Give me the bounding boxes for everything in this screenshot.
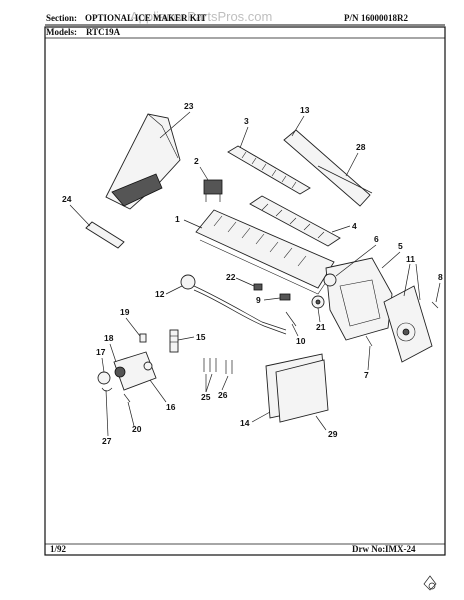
part-29-bag	[275, 359, 329, 423]
callout-3: 3	[244, 116, 249, 126]
pn-label: P/N	[344, 13, 359, 23]
part-16-valve	[113, 351, 157, 391]
callout-4: 4	[352, 221, 357, 231]
callout-12: 12	[155, 289, 165, 299]
part-27-clamp	[101, 387, 113, 392]
callout-14: 14	[240, 418, 250, 428]
part-5-housing	[325, 257, 393, 341]
drw-label: Drw No:	[352, 544, 385, 554]
part-22-lever	[253, 283, 263, 291]
callout-6: 6	[374, 234, 379, 244]
callout-17: 17	[96, 347, 106, 357]
callout-16: 16	[166, 402, 176, 412]
callout-26: 26	[218, 390, 228, 400]
part-3-ejector	[227, 145, 311, 195]
drw-value: IMX-24	[385, 544, 416, 554]
callout-24: 24	[62, 194, 72, 204]
brand-logo	[423, 575, 437, 591]
callout-21: 21	[316, 322, 326, 332]
part-9-switch	[279, 293, 291, 301]
part-17-coil	[97, 371, 111, 385]
callout-1: 1	[175, 214, 180, 224]
watermark: AppliancePartsPros.com	[130, 9, 272, 24]
part-2-thermostat	[203, 179, 223, 202]
callout-23: 23	[184, 101, 194, 111]
part-20-screw	[123, 393, 131, 403]
callout-7: 7	[364, 370, 369, 380]
callout-19: 19	[120, 307, 130, 317]
callout-10: 10	[296, 336, 306, 346]
part-7-screw	[365, 335, 373, 347]
part-1-mold	[195, 209, 335, 295]
part-21-arm	[311, 295, 325, 309]
part-8-screw	[431, 301, 439, 309]
part-12-harness	[180, 274, 287, 335]
callout-15: 15	[196, 332, 206, 342]
part-4-stripper	[249, 195, 341, 247]
part-13-shelf	[283, 129, 371, 207]
callout-9: 9	[256, 295, 261, 305]
leader-lines	[69, 111, 441, 437]
part-11-motor-plate	[383, 285, 433, 363]
pn-value: 16000018R2	[361, 13, 408, 23]
callout-25: 25	[201, 392, 211, 402]
part-24-tube	[85, 221, 125, 249]
part-15-sleeve	[169, 329, 179, 353]
callout-5: 5	[398, 241, 403, 251]
callout-8: 8	[438, 272, 443, 282]
part-19-fitting	[139, 333, 147, 343]
part-23-cover	[105, 113, 181, 210]
callout-22: 22	[226, 272, 236, 282]
section-label: Section:	[46, 13, 77, 23]
callout-27: 27	[102, 436, 112, 446]
models-label: Models:	[46, 27, 77, 37]
callout-13: 13	[300, 105, 310, 115]
callout-20: 20	[132, 424, 142, 434]
callout-2: 2	[194, 156, 199, 166]
part-26-screws	[225, 360, 233, 374]
callout-11: 11	[406, 254, 415, 264]
callout-18: 18	[104, 333, 114, 343]
drawing-border	[44, 26, 446, 556]
part-6-gear	[323, 273, 337, 287]
footer-date: 1/92	[50, 544, 67, 554]
part-25-screws	[203, 358, 217, 372]
callout-29: 29	[328, 429, 338, 439]
callout-28: 28	[356, 142, 366, 152]
part-28-rod	[317, 165, 373, 194]
models-value: RTC19A	[86, 27, 121, 37]
section-value: OPTIONAL ICE MAKER KIT	[85, 13, 206, 23]
part-10-bracket	[285, 311, 297, 327]
